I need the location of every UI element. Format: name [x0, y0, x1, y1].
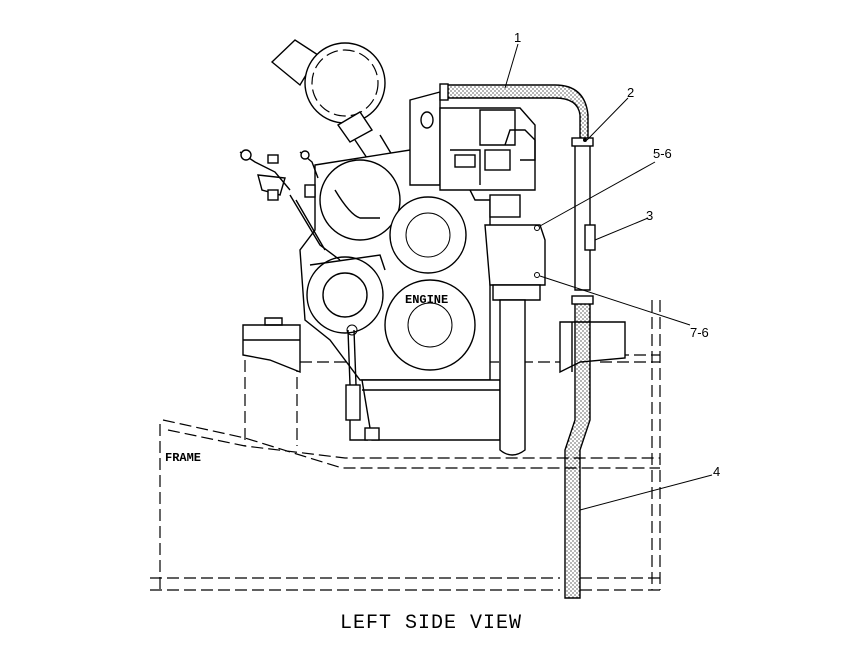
callout-2: 2: [627, 85, 634, 100]
callout-3: 3: [646, 208, 653, 223]
callout-4: 4: [713, 464, 720, 479]
view-title: LEFT SIDE VIEW: [340, 612, 522, 635]
left-engine-mount: [242, 317, 301, 374]
frame-label: FRAME: [165, 451, 201, 465]
dipstick-tube: [345, 324, 361, 421]
engine-block: [299, 149, 491, 381]
leader-lines: [504, 43, 713, 511]
callout-1: 1: [514, 30, 521, 45]
callout-5-6: 5-6: [653, 146, 672, 161]
pipe-3: [571, 137, 596, 291]
oil-pan: [349, 379, 501, 441]
engine-label: ENGINE: [405, 293, 448, 307]
turbocharger: [270, 39, 396, 171]
right-engine-mount: [559, 321, 626, 374]
fuel-valves: [239, 149, 341, 261]
pump-housing: [484, 129, 546, 456]
callout-7-6: 7-6: [690, 325, 709, 340]
cylinder-head: [409, 91, 536, 218]
hose-4: [564, 295, 594, 599]
